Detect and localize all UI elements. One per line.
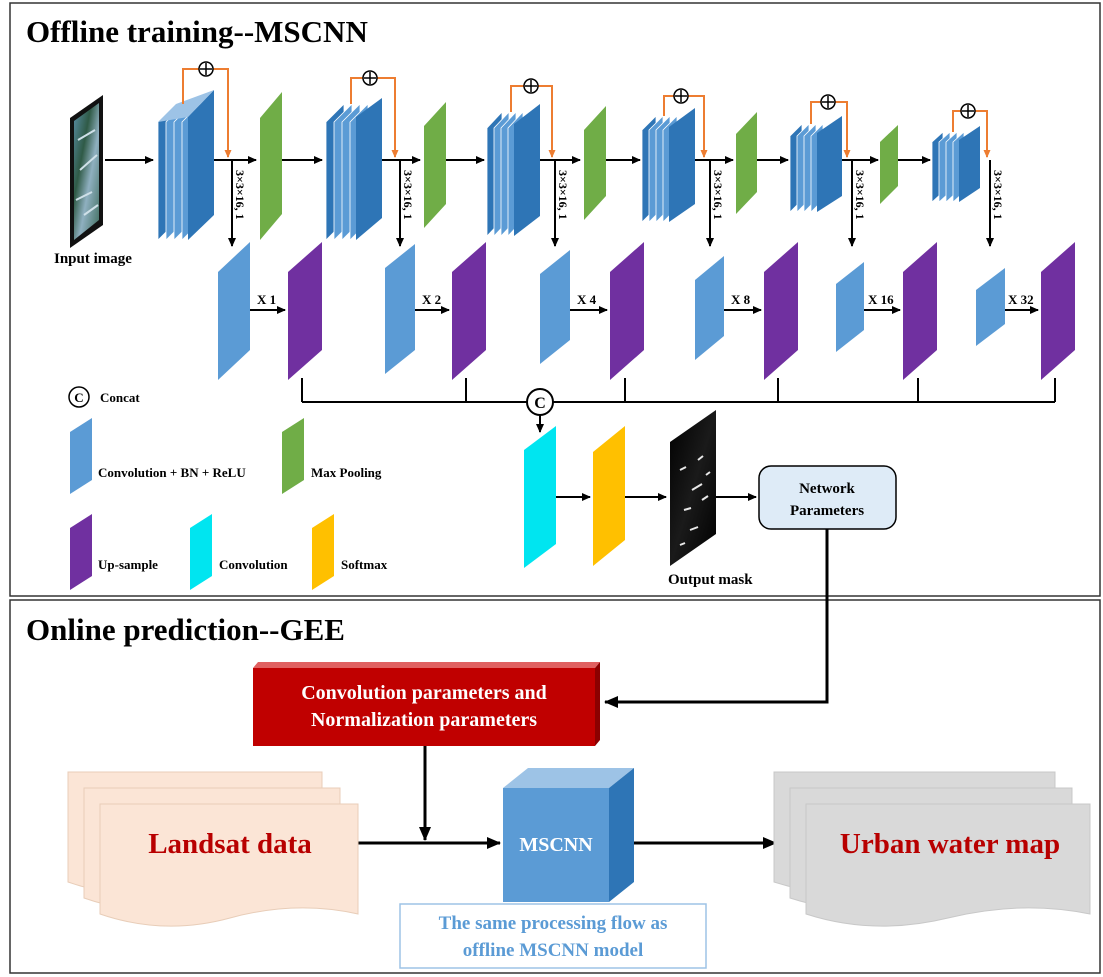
scale-label-1: X 1 xyxy=(257,292,276,307)
add-node-6 xyxy=(960,103,976,119)
legend-softmax-swatch xyxy=(312,514,334,590)
concat-node xyxy=(526,388,554,416)
mscnn-cube xyxy=(503,768,634,902)
concat-bus xyxy=(301,378,1056,433)
conv-stack-1 xyxy=(157,90,214,241)
mscnn-label: MSCNN xyxy=(519,834,593,856)
gee-parameters-line1: Convolution parameters and xyxy=(301,682,547,704)
upsample-layer-5 xyxy=(903,242,937,380)
processing-note-line2: offline MSCNN model xyxy=(463,940,643,961)
scale-label-4: X 8 xyxy=(731,292,751,307)
online-flow-arrows xyxy=(358,746,777,849)
scale-label-2: X 2 xyxy=(422,292,441,307)
processing-note-box xyxy=(399,903,707,969)
conv-spec-label-6: 3×3×16, 1 xyxy=(991,170,1005,220)
legend-pool-label: Max Pooling xyxy=(311,465,382,480)
add-node-2 xyxy=(362,70,378,86)
urban-water-map-stack xyxy=(773,771,1091,927)
legend-upsample-swatch xyxy=(70,514,92,590)
legend-conv-swatch xyxy=(70,418,92,494)
branch-conv-4 xyxy=(695,256,724,360)
legend-conv-label: Convolution + BN + ReLU xyxy=(98,465,246,480)
branch-arrows xyxy=(228,160,994,247)
upsample-layers xyxy=(288,242,1075,380)
conv-spec-label-5: 3×3×16, 1 xyxy=(853,170,867,220)
head-conv-layer xyxy=(524,426,556,568)
head-softmax-layer xyxy=(593,426,625,566)
processing-note-line1: The same processing flow as xyxy=(439,913,668,934)
pool-layer-5 xyxy=(880,125,898,204)
add-node-3 xyxy=(523,78,539,94)
upsample-layer-2 xyxy=(452,242,486,380)
params-to-gee-connector xyxy=(604,529,829,708)
conv-spec-label-2: 3×3×16, 1 xyxy=(401,170,415,220)
legend-concat-icon-symbol: C xyxy=(74,390,83,405)
conv-stack-6 xyxy=(931,126,980,203)
landsat-data-stack xyxy=(67,771,359,927)
scale-label-5: X 16 xyxy=(868,292,894,307)
pool-layer-1 xyxy=(260,92,282,240)
legend-concat-icon xyxy=(68,386,90,408)
upsample-layer-1 xyxy=(288,242,322,380)
online-section-frame xyxy=(9,599,1101,974)
online-section-title: Online prediction--GEE xyxy=(26,612,345,647)
branch-conv-layers xyxy=(218,242,1005,380)
legend-softmax-label: Softmax xyxy=(341,557,388,572)
conv-spec-label-3: 3×3×16, 1 xyxy=(556,170,570,220)
gee-parameters-box xyxy=(253,662,600,746)
urban-water-map-label: Urban water map xyxy=(840,828,1060,860)
output-mask-image xyxy=(670,410,716,566)
branch-conv-1 xyxy=(218,242,250,380)
add-nodes xyxy=(198,61,976,119)
offline-section-frame xyxy=(9,2,1101,597)
concat-node-symbol: C xyxy=(534,395,546,412)
conv-stack-2 xyxy=(325,98,382,241)
upsample-layer-6 xyxy=(1041,242,1075,380)
branch-conv-3 xyxy=(540,250,570,364)
network-parameters-line1: Network xyxy=(799,481,855,497)
conv-stack-5 xyxy=(789,116,842,213)
network-parameters-line2: Parameters xyxy=(790,503,864,519)
add-node-1 xyxy=(198,61,214,77)
pool-layer-3 xyxy=(584,106,606,220)
conv-stack-3 xyxy=(486,104,540,238)
gee-parameters-line2: Normalization parameters xyxy=(311,709,537,731)
legend-convolution-label: Convolution xyxy=(219,557,288,572)
pool-layer-2 xyxy=(424,102,446,228)
network-parameters-box xyxy=(758,465,897,530)
legend-concat-label: Concat xyxy=(100,390,140,405)
scale-label-3: X 4 xyxy=(577,292,597,307)
scale-label-6: X 32 xyxy=(1008,292,1034,307)
legend-convolution-swatch xyxy=(190,514,212,590)
input-image-label: Input image xyxy=(54,251,132,267)
pool-layer-4 xyxy=(736,112,757,214)
legend: C Concat Convolution + BN + ReLU Max Poo… xyxy=(68,386,388,590)
conv-spec-label-4: 3×3×16, 1 xyxy=(711,170,725,220)
output-mask-label: Output mask xyxy=(668,572,753,588)
conv-stack-4 xyxy=(641,108,695,223)
offline-section-title: Offline training--MSCNN xyxy=(26,14,368,49)
legend-pool-swatch xyxy=(282,418,304,494)
pool-layers xyxy=(260,92,898,240)
branch-conv-5 xyxy=(836,262,864,352)
input-image xyxy=(70,95,103,248)
add-node-4 xyxy=(673,88,689,104)
landsat-data-label: Landsat data xyxy=(148,828,312,860)
upsample-layer-4 xyxy=(764,242,798,380)
conv-spec-label-1: 3×3×16, 1 xyxy=(233,170,247,220)
legend-upsample-label: Up-sample xyxy=(98,557,158,572)
add-node-5 xyxy=(820,94,836,110)
branch-conv-6 xyxy=(976,268,1005,346)
upsample-layer-3 xyxy=(610,242,644,380)
branch-conv-2 xyxy=(385,244,415,374)
